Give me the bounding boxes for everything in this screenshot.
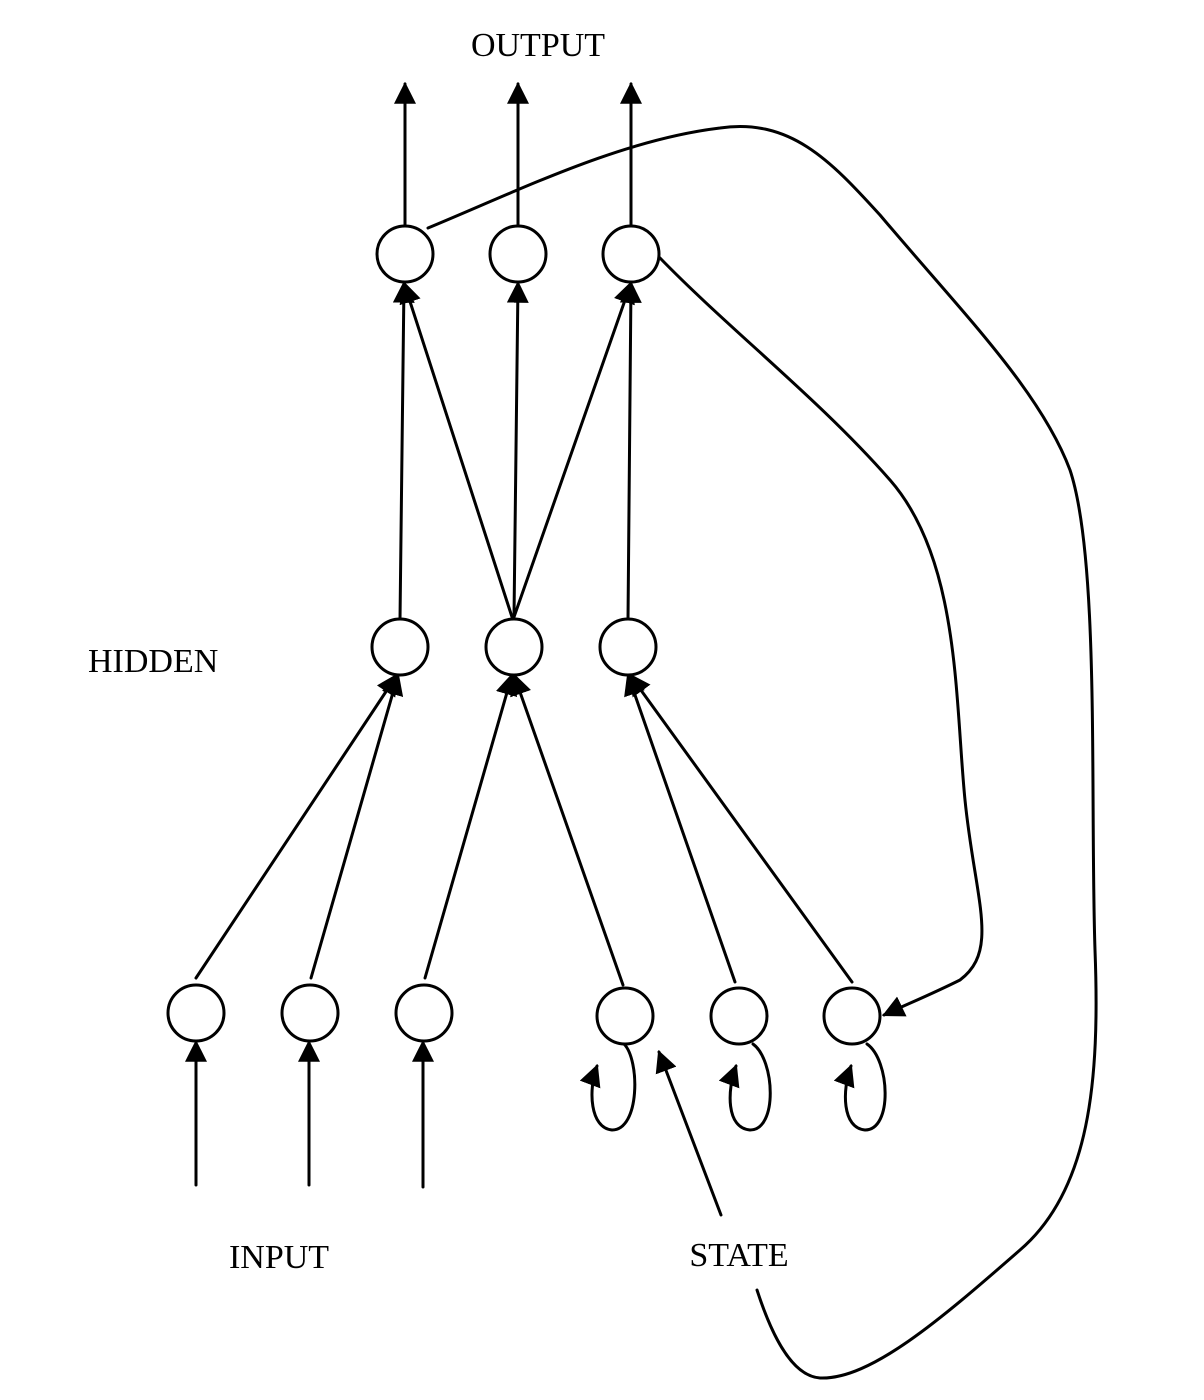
hidden-node-3 <box>598 617 658 677</box>
output-node-2 <box>488 224 548 284</box>
input-label: INPUT <box>229 1239 329 1276</box>
hidden-layer <box>370 617 658 677</box>
state-node-3 <box>822 986 882 1046</box>
edge-s1-h2 <box>510 672 625 987</box>
edge-h2-o1 <box>399 280 514 619</box>
hidden-label: HIDDEN <box>88 643 218 680</box>
state-node-1 <box>595 986 655 1046</box>
output-label: OUTPUT <box>471 27 605 64</box>
state-self-loops <box>579 1042 887 1132</box>
output-node-1 <box>375 224 435 284</box>
state-label: STATE <box>689 1237 788 1274</box>
input-layer <box>166 983 454 1043</box>
edge-s2-h3 <box>624 672 737 984</box>
input-arrows <box>185 1039 434 1189</box>
state-node-2 <box>709 986 769 1046</box>
output-arrows <box>394 81 642 227</box>
edge-h1-o1 <box>392 280 415 622</box>
edge-h3-o3 <box>619 280 642 622</box>
input-node-3 <box>394 983 454 1043</box>
state-arrow-to-s1 <box>655 1049 723 1217</box>
input-node-2 <box>280 983 340 1043</box>
input-node-1 <box>166 983 226 1043</box>
lower-to-hidden-edges <box>194 672 854 987</box>
self-loop-s2 <box>718 1042 772 1132</box>
edge-s3-h3 <box>628 673 854 984</box>
feedback-o1-to-s1 <box>426 125 1098 1380</box>
self-loop-s3 <box>833 1042 887 1132</box>
hidden-node-2 <box>484 617 544 677</box>
edge-i1-h1 <box>194 673 399 980</box>
state-layer <box>595 986 882 1046</box>
edge-i2-h1 <box>309 672 404 980</box>
edge-h2-o2 <box>506 280 529 619</box>
output-node-3 <box>601 224 661 284</box>
edge-i3-h2 <box>423 672 518 980</box>
self-loop-s1 <box>579 1042 637 1132</box>
feedback-o3-to-s3 <box>658 256 984 1017</box>
edge-h2-o3 <box>512 280 635 619</box>
output-layer <box>375 224 661 284</box>
hidden-node-1 <box>370 617 430 677</box>
hidden-to-output-edges <box>392 280 642 622</box>
